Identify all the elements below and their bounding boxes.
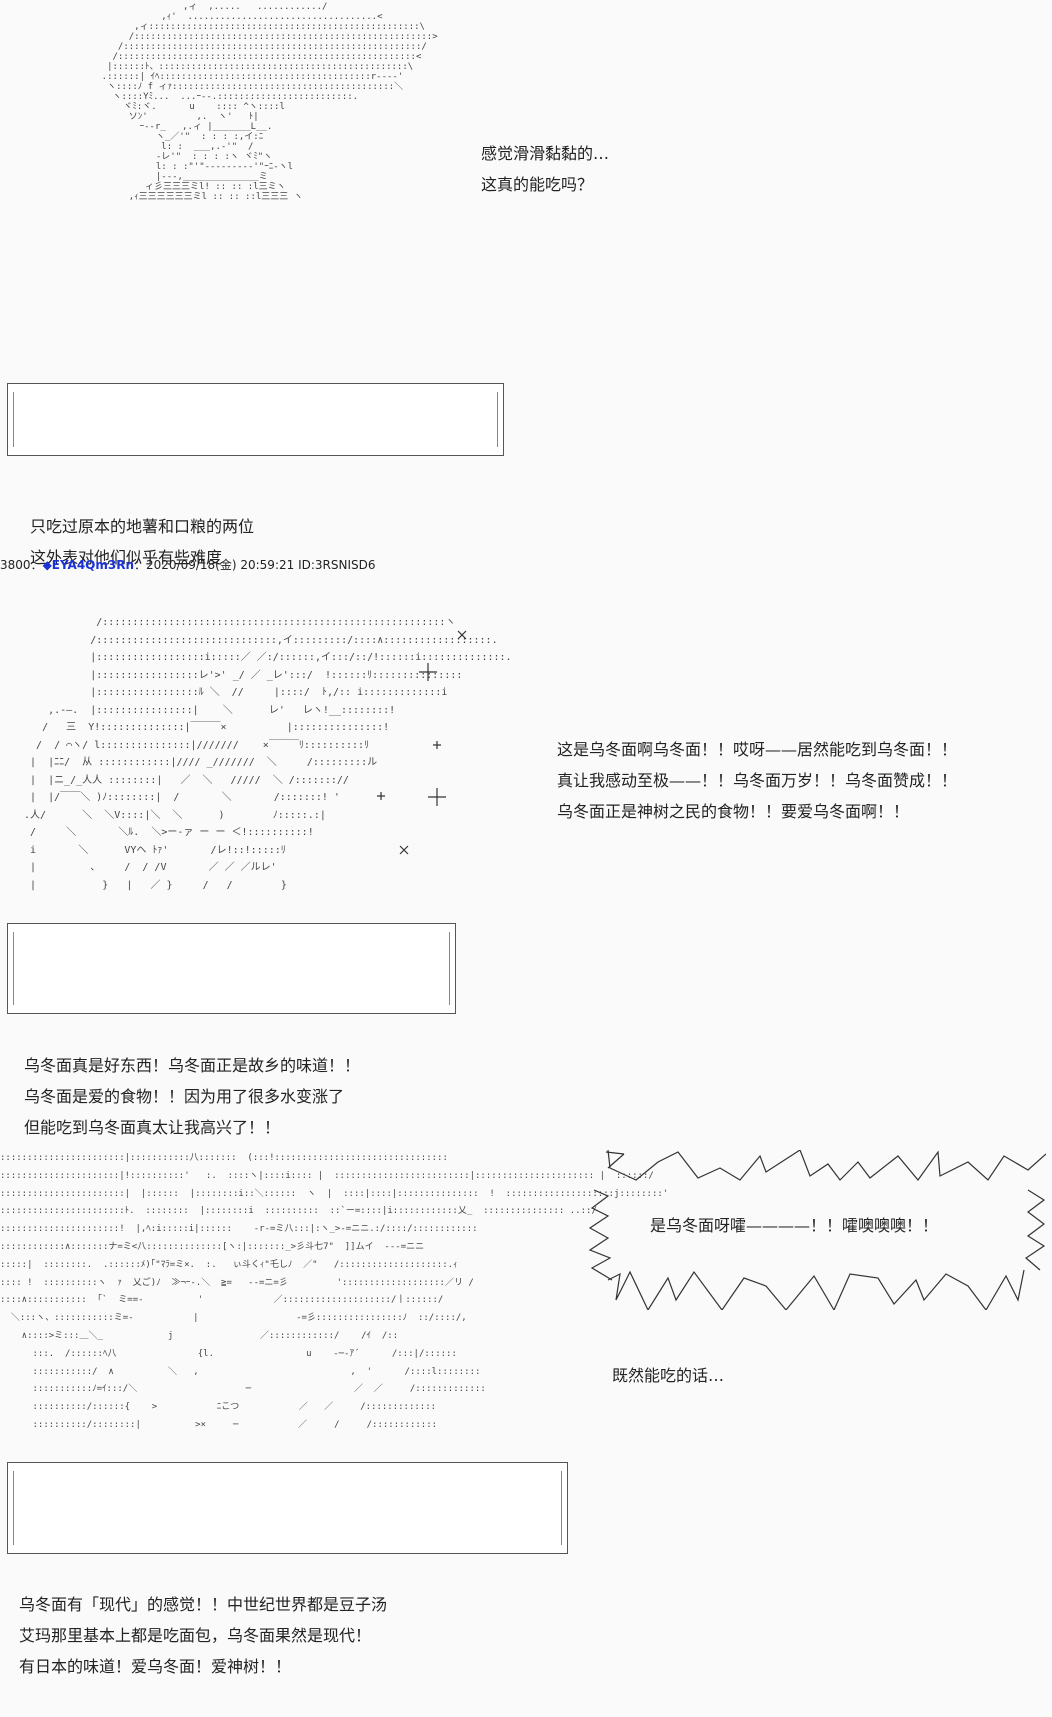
post-date: ：2020/09/18(金) 20:59:21 ID:3RSNISD6 — [134, 558, 376, 572]
shout-text: 是乌冬面呀嚯————！！嚯噢噢噢！！ — [650, 1216, 939, 1235]
box-edge-right — [494, 392, 498, 447]
caption-text-3: 乌冬面有「现代」的感觉！！中世纪世界都是豆子汤 艾玛那里基本上都是吃面包，乌冬面… — [19, 1595, 388, 1676]
poster-name[interactable]: ◆EYA4Qm3Rn — [42, 558, 135, 572]
box-edge-left — [13, 932, 17, 1005]
box-edge-left — [13, 1471, 17, 1545]
caption-box-1: 只吃过原本的地薯和口粮的两位 这外表对他们似乎有些难度 — [7, 383, 504, 567]
speech-text-1: 感觉滑滑黏黏的… 这真的能吃吗？ — [481, 144, 610, 194]
shout-burst-bubble — [588, 1150, 1046, 1310]
post-separator: ： — [30, 558, 43, 572]
caption-text-2: 乌冬面真是好东西！乌冬面正是故乡的味道！！ 乌冬面是爱的食物！！因为用了很多水变… — [24, 1056, 361, 1137]
box-edge-right — [446, 932, 450, 1005]
caption-text-1: 只吃过原本的地薯和口粮的两位 这外表对他们似乎有些难度 — [30, 517, 255, 567]
ascii-art-character-1: ,ィ ,..... ............/ ,ｨ' ............… — [101, 2, 438, 202]
speech-text-3: 既然能吃的话… — [612, 1366, 725, 1385]
caption-box-3: 乌冬面有「现代」的感觉！！中世纪世界都是豆子汤 艾玛那里基本上都是吃面包，乌冬面… — [7, 1462, 568, 1676]
caption-box-2: 乌冬面真是好东西！乌冬面正是故乡的味道！！ 乌冬面是爱的食物！！因为用了很多水变… — [7, 923, 456, 1137]
post-header: 3800：◆EYA4Qm3Rn：2020/09/18(金) 20:59:21 I… — [0, 556, 376, 573]
box-edge-left — [13, 392, 17, 447]
post-number: 3800 — [0, 558, 31, 572]
box-edge-right — [558, 1471, 562, 1545]
ascii-art-character-2: /:::::::::::::::::::::::::::::::::::::::… — [24, 617, 512, 891]
speech-text-2: 这是乌冬面啊乌冬面！！哎呀——居然能吃到乌冬面！！ 真让我感动至极——！！乌冬面… — [557, 740, 958, 821]
ascii-art-character-3: :::::::::::::::::::::::|:::::::::::八::::… — [0, 1153, 669, 1430]
